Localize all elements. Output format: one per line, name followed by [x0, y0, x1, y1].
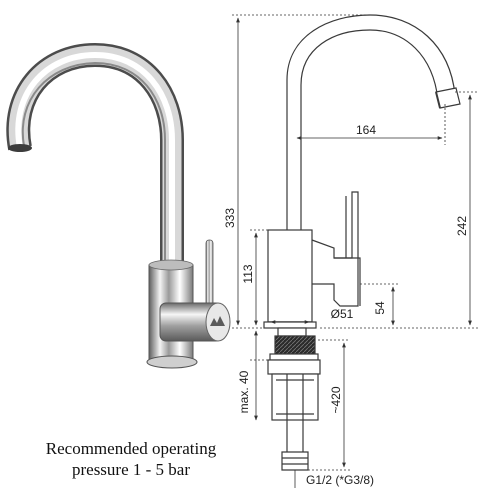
lever-rod — [205, 239, 214, 307]
body-outline — [267, 229, 313, 323]
caption-line-2: pressure 1 - 5 bar — [71, 460, 190, 479]
dim-body-height: 113 — [241, 264, 255, 283]
dim-shank-max: max. 40 — [237, 370, 251, 413]
lever-outline — [311, 191, 359, 307]
fixing-nut — [271, 373, 319, 421]
dim-thread: G1/2 (*G3/8) — [306, 473, 374, 487]
dim-spout-reach: 164 — [356, 123, 376, 137]
spout-tip — [8, 144, 32, 152]
brand-logo-icon — [210, 316, 225, 326]
dim-lever-offset: 54 — [373, 301, 387, 315]
dim-total-height: 333 — [223, 208, 237, 228]
shank-knurl — [274, 335, 316, 355]
dim-body-diameter: Ø51 — [331, 307, 354, 321]
pressure-caption: Recommended operating pressure 1 - 5 bar — [0, 438, 262, 480]
faucet-base — [146, 355, 198, 369]
dim-hose-length: ~420 — [329, 386, 343, 413]
faucet-photo — [6, 42, 231, 369]
dim-spout-height: 242 — [455, 216, 469, 236]
caption-line-1: Recommended operating — [45, 439, 217, 458]
technical-drawing — [263, 14, 461, 471]
